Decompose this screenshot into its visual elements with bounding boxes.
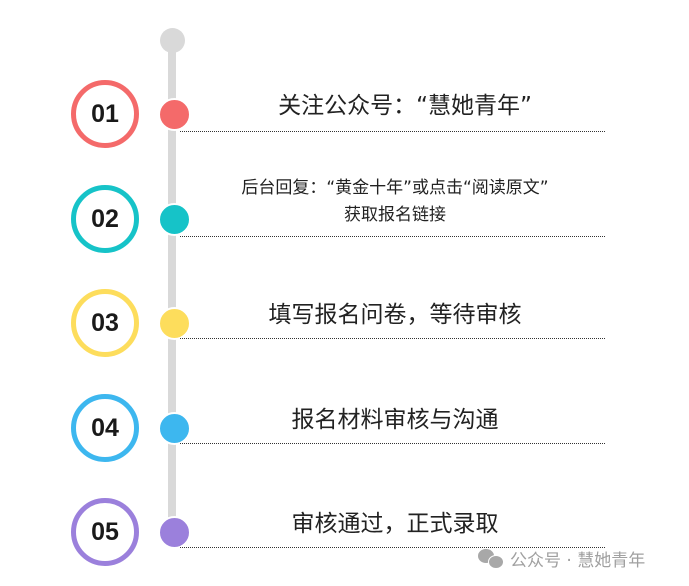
timeline-dot <box>158 516 191 549</box>
dotted-divider <box>180 547 605 548</box>
step-number-badge: 05 <box>71 498 139 566</box>
timeline-dot <box>158 98 191 131</box>
dotted-divider <box>180 443 605 444</box>
dotted-divider <box>180 236 605 237</box>
step-number-badge: 04 <box>71 394 139 462</box>
timeline-dot <box>158 203 191 236</box>
step-text: 关注公众号：“慧她青年” <box>278 93 532 119</box>
step-text: 后台回复：“黄金十年”或点击“阅读原文”获取报名链接 <box>241 178 549 225</box>
wechat-icon <box>478 548 504 569</box>
step-number-badge: 02 <box>71 185 139 253</box>
step-text: 报名材料审核与沟通 <box>291 407 499 433</box>
dotted-divider <box>180 338 605 339</box>
watermark: 公众号 · 慧她青年 <box>478 546 645 571</box>
dotted-divider <box>180 131 605 132</box>
step-number-badge: 01 <box>71 80 139 148</box>
timeline-start-dot <box>160 28 185 53</box>
timeline-dot <box>158 412 191 445</box>
timeline-line <box>168 40 176 545</box>
timeline-dot <box>158 307 191 340</box>
step-number-badge: 03 <box>71 289 139 357</box>
step-text: 填写报名问卷，等待审核 <box>268 302 522 328</box>
step-text: 审核通过，正式录取 <box>291 511 499 537</box>
